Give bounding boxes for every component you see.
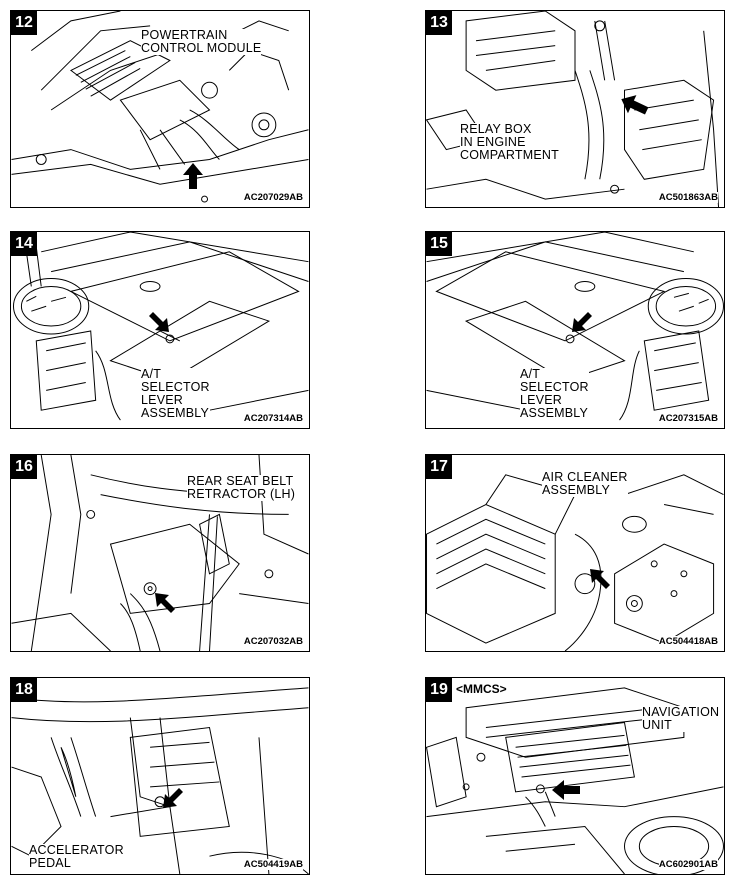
powertrain-illustration	[11, 11, 309, 203]
figure-code: AC207315AB	[658, 413, 718, 424]
component-label: NAVIGATION UNIT	[642, 705, 720, 732]
step-number: 19	[426, 678, 452, 702]
step-number: 15	[426, 232, 452, 256]
arrow-up-left-icon	[155, 593, 175, 613]
accelerator-pedal-illustration	[11, 687, 309, 874]
component-label: A/T SELECTOR LEVER ASSEMBLY	[520, 367, 589, 420]
figure-code: AC207029AB	[243, 192, 303, 203]
figure-code: AC602901AB	[658, 859, 718, 870]
step-number: 13	[426, 11, 452, 35]
arrow-down-right-icon	[149, 312, 169, 332]
step-panel-18: 18 ACCELERATOR PEDAL AC504419AB	[10, 677, 310, 875]
arrow-up-icon	[183, 163, 203, 189]
step-panel-16: 16 REAR SEAT BELT RETRACTOR (LH) AC20703…	[10, 454, 310, 652]
component-label: POWERTRAIN CONTROL MODULE	[141, 28, 262, 55]
step-panel-17: 17 AIR CLEANER ASSEMBLY AC504418AB	[425, 454, 725, 652]
step-panel-12: 12 POWERTRAIN CONTROL MODULE AC207029AB	[10, 10, 310, 208]
step-number: 17	[426, 455, 452, 479]
arrow-down-left-icon	[163, 788, 183, 808]
step-panel-15: 15 A/T SELECTOR LEVER ASSEMBLY AC207315A…	[425, 231, 725, 429]
selector-lever-illustration	[426, 232, 724, 421]
figure-code: AC207032AB	[243, 636, 303, 647]
relay-box-illustration	[426, 11, 720, 207]
component-label: A/T SELECTOR LEVER ASSEMBLY	[141, 367, 210, 420]
component-label: AIR CLEANER ASSEMBLY	[542, 470, 628, 497]
step-number: 16	[11, 455, 37, 479]
arrow-left-icon	[552, 780, 580, 800]
figure-code: AC207314AB	[243, 413, 303, 424]
component-label: ACCELERATOR PEDAL	[29, 843, 124, 870]
step-number: 12	[11, 11, 37, 35]
air-cleaner-illustration	[426, 474, 724, 651]
step-number: 18	[11, 678, 37, 702]
step-number: 14	[11, 232, 37, 256]
arrow-down-left-icon	[572, 312, 592, 332]
selector-lever-illustration	[12, 232, 309, 421]
model-tag: <MMCS>	[456, 682, 507, 696]
component-label: RELAY BOX IN ENGINE COMPARTMENT	[460, 122, 559, 162]
arrow-up-left-icon	[590, 569, 610, 589]
step-panel-19: 19 <MMCS> NAVIGATION UNIT AC602901AB	[425, 677, 725, 875]
step-panel-14: 14 A/T SELECTOR LEVER ASSEMBLY AC207314A…	[10, 231, 310, 429]
figure-code: AC504419AB	[243, 859, 303, 870]
component-label: REAR SEAT BELT RETRACTOR (LH)	[187, 474, 296, 501]
step-panel-13: 13 RELAY BOX IN ENGINE COMPARTMENT AC501…	[425, 10, 725, 208]
figure-code: AC501863AB	[658, 192, 718, 203]
seat-belt-retractor-illustration	[11, 455, 309, 651]
figure-code: AC504418AB	[658, 636, 718, 647]
arrow-left-icon	[621, 95, 648, 115]
